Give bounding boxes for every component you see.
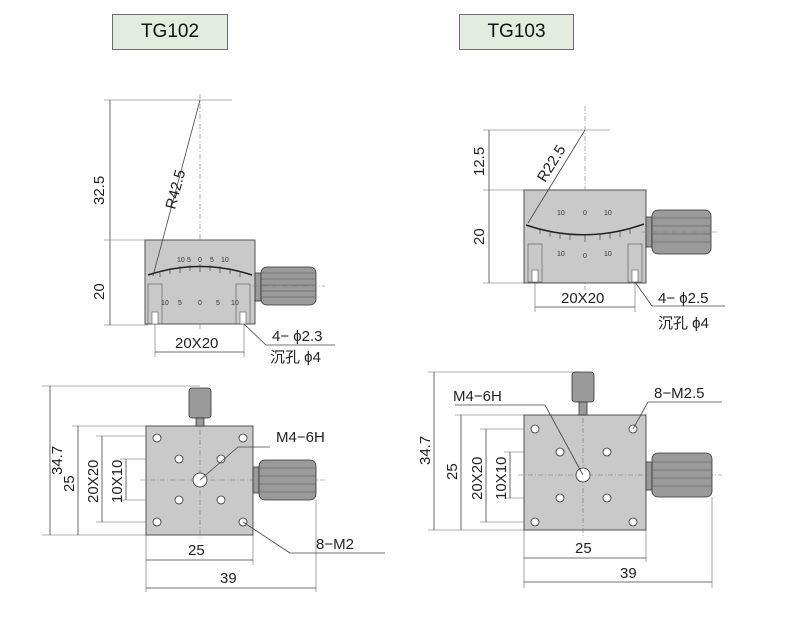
tg103-scale-bottom-2: 0 (583, 253, 587, 260)
tg102-top-height: 25 (61, 475, 78, 492)
tg103-scale-top-2: 0 (583, 210, 587, 217)
tg102-overall-height: 34.7 (49, 446, 66, 475)
model-title-tg102: TG102 (112, 14, 228, 50)
tg102-scale-bottom-3: 0 (198, 300, 202, 307)
tg102-hole-spec: 4− ϕ2.3 (272, 328, 323, 345)
tg102-scale-top-1: 10 (177, 257, 185, 264)
tg103-overall-height: 34.7 (417, 436, 434, 465)
tg103-pitch-inner: 10X10 (493, 457, 510, 500)
tg102-scale-top-4: 5 (210, 257, 214, 264)
tg102-scale-bottom-5: 10 (231, 300, 239, 307)
tg102-radius-label: R42.5 (162, 168, 189, 211)
tg103-overall-width: 39 (620, 565, 637, 582)
tg103-scale-bottom-1: 10 (557, 251, 565, 258)
tg102-top-view: 34.7 25 20X20 10X10 M4−6H 8−M2 (42, 385, 385, 592)
tg103-side-view: 10 0 10 10 0 10 R22.5 12.5 20 20X20 4− ϕ… (471, 106, 725, 332)
model-title-tg103: TG103 (459, 14, 574, 50)
tg102-scale-bottom-4: 5 (216, 300, 220, 307)
tg103-scale-bottom-3: 10 (604, 251, 612, 258)
tg102-top-width: 25 (188, 542, 205, 559)
tg102-overall-width: 39 (220, 570, 237, 587)
tg103-width-label: 20X20 (561, 290, 604, 307)
tg102-scale-top-2: 5 (187, 257, 191, 264)
tg102-center-tap: M4−6H (276, 429, 325, 446)
tg102-side-view: 10 5 0 5 10 10 5 0 5 10 R42.5 32.5 20 20… (91, 94, 335, 366)
tg103-hole-spec: 4− ϕ2.5 (658, 290, 709, 307)
tg103-height-top: 12.5 (471, 147, 488, 176)
tg103-center-tap: M4−6H (453, 388, 502, 405)
tg102-width-label: 20X20 (175, 335, 218, 352)
tg102-hole-spec: 8−M2 (316, 536, 354, 553)
tg102-scale-top-3: 0 (198, 257, 202, 264)
tg103-height-body: 20 (471, 228, 488, 245)
tg102-scale-bottom-2: 5 (178, 300, 182, 307)
tg103-scale-top-1: 10 (557, 210, 565, 217)
tg102-pitch-inner: 10X10 (109, 460, 126, 503)
tg103-counterbore-spec: 沉孔 ϕ4 (658, 315, 709, 332)
tg103-pitch-outer: 20X20 (469, 457, 486, 500)
tg102-height-body: 20 (91, 283, 108, 300)
tg102-scale-top-5: 10 (221, 257, 229, 264)
tg103-top-height: 25 (444, 463, 461, 480)
tg102-pitch-outer: 20X20 (85, 460, 102, 503)
tg103-top-view: 34.7 25 20X20 10X10 M4−6H 8−M2.5 (417, 371, 722, 588)
tg103-hole-spec: 8−M2.5 (654, 385, 704, 402)
tg103-top-width: 25 (575, 540, 592, 557)
tg103-scale-top-3: 10 (604, 210, 612, 217)
tg102-scale-bottom-1: 10 (161, 300, 169, 307)
tg102-height-top: 32.5 (91, 176, 108, 205)
tg102-counterbore-spec: 沉孔 ϕ4 (270, 349, 321, 366)
